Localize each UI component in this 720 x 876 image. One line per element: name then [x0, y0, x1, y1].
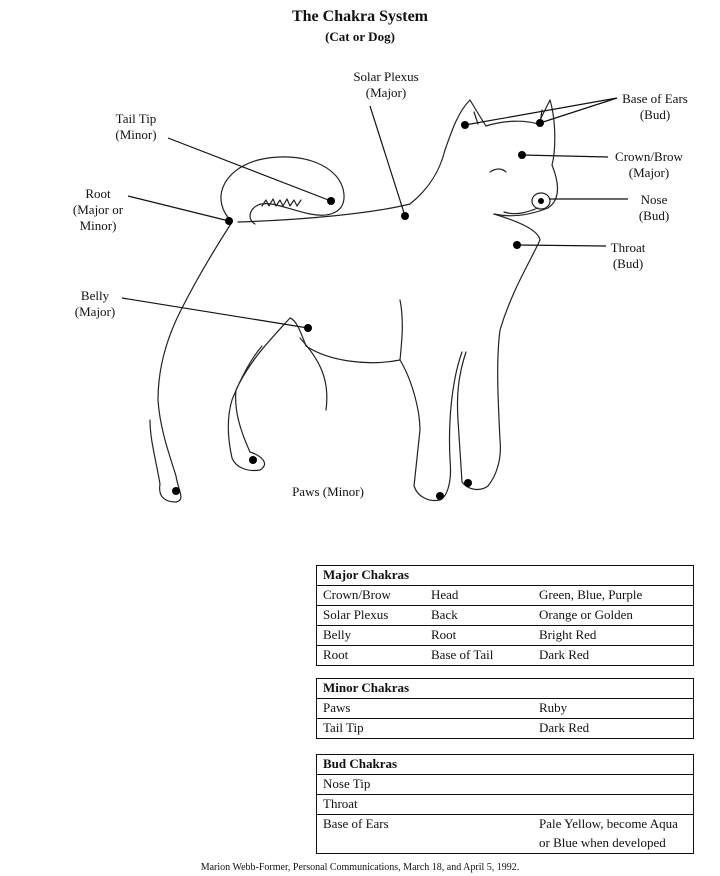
table-cell: Solar Plexus — [316, 605, 425, 626]
leader-throat — [516, 244, 607, 247]
dog-tail-outline — [220, 156, 345, 225]
table-cell: Dark Red — [533, 645, 694, 666]
leader-belly — [121, 297, 309, 329]
dog-head-outline — [444, 99, 559, 217]
label-solar-plexus: Solar Plexus (Major) — [353, 69, 419, 100]
table-cell: Ruby — [533, 698, 694, 719]
label-root: Root (Major or Minor) — [72, 186, 124, 233]
table-cell: Root — [425, 625, 533, 646]
leader-solar-plexus — [369, 105, 406, 217]
table-cell — [317, 834, 426, 854]
leader-crown — [521, 154, 609, 158]
chakra-dot-belly — [304, 324, 312, 332]
table-heading: Bud Chakras — [323, 756, 398, 771]
table-cell: Tail Tip — [316, 718, 425, 739]
table-cell: Nose Tip — [316, 774, 425, 795]
table-cell: Bright Red — [533, 625, 694, 646]
chakra-dot-ear-left — [461, 121, 469, 129]
leader-tail-tip — [167, 137, 332, 202]
leader-ears-right — [539, 97, 618, 124]
table-cell: Head — [425, 585, 533, 606]
table-cell — [425, 774, 533, 795]
table-row: Base of Ears Pale Yellow, become Aqua — [316, 814, 694, 834]
label-crown-brow: Crown/Brow (Major) — [615, 149, 683, 180]
dog-tail-fur — [261, 198, 302, 207]
label-tail-tip: Tail Tip (Minor) — [115, 111, 157, 142]
dog-belly-outline — [289, 317, 401, 364]
major-chakras-table: Major Chakras Crown/Brow Head Green, Blu… — [316, 565, 694, 666]
dog-back-outline — [237, 149, 446, 223]
chakra-dot-throat — [513, 241, 521, 249]
table-heading-row: Minor Chakras — [317, 679, 694, 699]
chakra-dot-crown — [518, 151, 526, 159]
leader-ears-left — [464, 97, 618, 126]
citation-footer: Marion Webb-Former, Personal Communicati… — [200, 862, 520, 873]
table-row: Tail Tip Dark Red — [316, 718, 694, 739]
leader-root — [127, 195, 230, 222]
table-cell: Pale Yellow, become Aqua — [533, 814, 694, 834]
dog-eye — [489, 168, 507, 173]
table-cell — [533, 794, 694, 815]
table-cell: Base of Ears — [316, 814, 425, 834]
table-cell — [425, 718, 533, 739]
table-row: Paws Ruby — [316, 698, 694, 719]
table-cell: Orange or Golden — [533, 605, 694, 626]
table-cell — [533, 774, 694, 795]
dog-jaw-chest — [493, 213, 541, 441]
table-cell: Crown/Brow — [316, 585, 425, 606]
table-heading-row: Major Chakras — [317, 566, 694, 586]
table-row: Solar Plexus Back Orange or Golden — [316, 605, 694, 626]
chakra-dot-paw-4 — [464, 479, 472, 487]
table-row: Crown/Brow Head Green, Blue, Purple — [316, 585, 694, 606]
chakra-dot-paw-3 — [436, 492, 444, 500]
label-nose: Nose (Bud) — [638, 192, 670, 223]
table-row: Throat — [316, 794, 694, 815]
label-throat: Throat (Bud) — [610, 240, 646, 271]
table-cell: Base of Tail — [425, 645, 533, 666]
table-heading: Minor Chakras — [323, 680, 410, 695]
label-paws: Paws (Minor) — [292, 484, 364, 499]
table-cell: Throat — [316, 794, 425, 815]
dog-nose-outline — [531, 192, 551, 210]
minor-chakras-table: Minor Chakras Paws Ruby Tail Tip Dark Re… — [316, 678, 694, 739]
chakra-dot-paw-1 — [172, 487, 180, 495]
dog-chest-inner — [299, 337, 328, 411]
table-cell: Dark Red — [533, 718, 694, 739]
page-title: The Chakra System — [291, 8, 428, 25]
table-row: Root Base of Tail Dark Red — [316, 645, 694, 666]
label-base-of-ears: Base of Ears (Bud) — [622, 91, 688, 122]
table-cell: Root — [316, 645, 425, 666]
dog-mouth — [503, 207, 539, 215]
chakra-dot-ear-right — [536, 119, 544, 127]
label-belly: Belly (Major) — [74, 288, 116, 319]
table-row: Nose Tip — [316, 774, 694, 795]
dog-front-leg-outline — [399, 299, 501, 502]
table-heading: Major Chakras — [323, 567, 410, 582]
chakra-dot-nose — [538, 198, 544, 204]
table-row-continuation: or Blue when developed — [317, 834, 694, 854]
chakra-dot-tail-tip — [327, 197, 335, 205]
chakra-dot-paw-2 — [249, 456, 257, 464]
table-cell — [425, 698, 533, 719]
chakra-dot-solar-plexus — [401, 212, 409, 220]
chakra-dot-root — [225, 217, 233, 225]
table-cell — [425, 794, 533, 815]
bud-chakras-table: Bud Chakras Nose Tip Throat Base of Ears… — [316, 754, 694, 854]
table-heading-row: Bud Chakras — [317, 755, 694, 775]
table-cell — [425, 814, 533, 834]
page-subtitle: (Cat or Dog) — [325, 29, 395, 44]
table-cell: Paws — [316, 698, 425, 719]
dog-back-leg-outline — [149, 221, 233, 503]
table-cell: or Blue when developed — [539, 835, 666, 850]
dog-chakra-diagram — [121, 97, 628, 503]
table-cell: Green, Blue, Purple — [533, 585, 694, 606]
table-cell: Belly — [316, 625, 425, 646]
dog-hind-leg-outline — [227, 317, 291, 472]
table-cell: Back — [425, 605, 533, 626]
table-cell — [425, 834, 533, 854]
table-row: Belly Root Bright Red — [316, 625, 694, 646]
